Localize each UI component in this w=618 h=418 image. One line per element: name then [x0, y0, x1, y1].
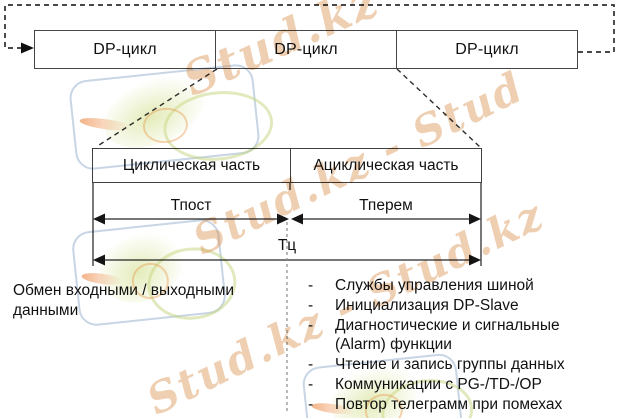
cycle-repeat-dashed-path: [4, 4, 615, 53]
list-item: - Диагностические и сигнальные (Alarm) ф…: [308, 316, 608, 356]
list-item-text: Повтор телеграмм при помехах: [335, 395, 563, 413]
acyclic-services-list: - Службы управления шиной - Инициализаци…: [308, 276, 608, 415]
dp-cycle-cell-2: DP-цикл: [215, 31, 396, 68]
tpost-label: Тпост: [170, 197, 212, 214]
dp-cycle-label: DP-цикл: [93, 40, 157, 58]
list-item-text: Службы управления шиной: [335, 277, 534, 294]
tc-label: Тц: [277, 237, 297, 254]
dp-cycle-label: DP-цикл: [274, 40, 338, 58]
dp-cycle-row: DP-цикл DP-цикл DP-цикл: [34, 30, 578, 69]
tc-arrowhead-right: [469, 254, 481, 266]
cyclic-part-label: Циклическая часть: [122, 156, 261, 174]
list-item: - Инициализация DP-Slave: [308, 296, 608, 316]
dash-bullet: -: [308, 356, 314, 374]
tperem-label: Тперем: [359, 197, 413, 214]
cycle-repeat-arrowhead: [21, 42, 34, 54]
list-item-text: Чтение и запись группы данных: [335, 356, 565, 374]
dash-bullet: -: [308, 296, 314, 314]
dash-bullet: -: [308, 277, 314, 294]
tperem-arrowhead-right: [469, 213, 481, 225]
dp-cycle-cell-3: DP-цикл: [396, 31, 577, 68]
list-item-text: Диагностические и сигнальные (Alarm) фун…: [335, 316, 560, 354]
dash-bullet: -: [308, 395, 314, 413]
dp-cycle-cell-1: DP-цикл: [35, 31, 215, 68]
list-item: - Повтор телеграмм при помехах: [308, 395, 608, 415]
acyclic-part-cell: Ациклическая часть: [291, 149, 481, 182]
detail-header-box: Циклическая часть Ациклическая часть: [92, 148, 482, 183]
tperem-arrowhead-left: [291, 213, 303, 225]
dash-bullet: -: [308, 316, 314, 334]
tpost-arrowhead-right: [277, 213, 289, 225]
dp-cycle-label: DP-цикл: [455, 40, 519, 58]
zoom-guide-right-dashed: [396, 68, 481, 148]
list-item-text: Коммуникации с PG-/TD-/OP: [335, 375, 542, 393]
tpost-arrowhead-left: [93, 213, 105, 225]
list-item: - Чтение и запись группы данных: [308, 355, 608, 375]
cyclic-part-note: Обмен входными / выходными данными: [13, 282, 235, 319]
acyclic-part-label: Ациклическая часть: [313, 156, 459, 174]
list-item-text: Инициализация DP-Slave: [335, 296, 519, 314]
zoom-guide-left-dashed: [95, 68, 218, 148]
cyclic-part-cell: Циклическая часть: [93, 149, 291, 182]
list-item: - Коммуникации с PG-/TD-/OP: [308, 375, 608, 395]
tc-arrowhead-left: [93, 254, 105, 266]
dash-bullet: -: [308, 375, 314, 393]
list-item: - Службы управления шиной: [308, 276, 608, 296]
